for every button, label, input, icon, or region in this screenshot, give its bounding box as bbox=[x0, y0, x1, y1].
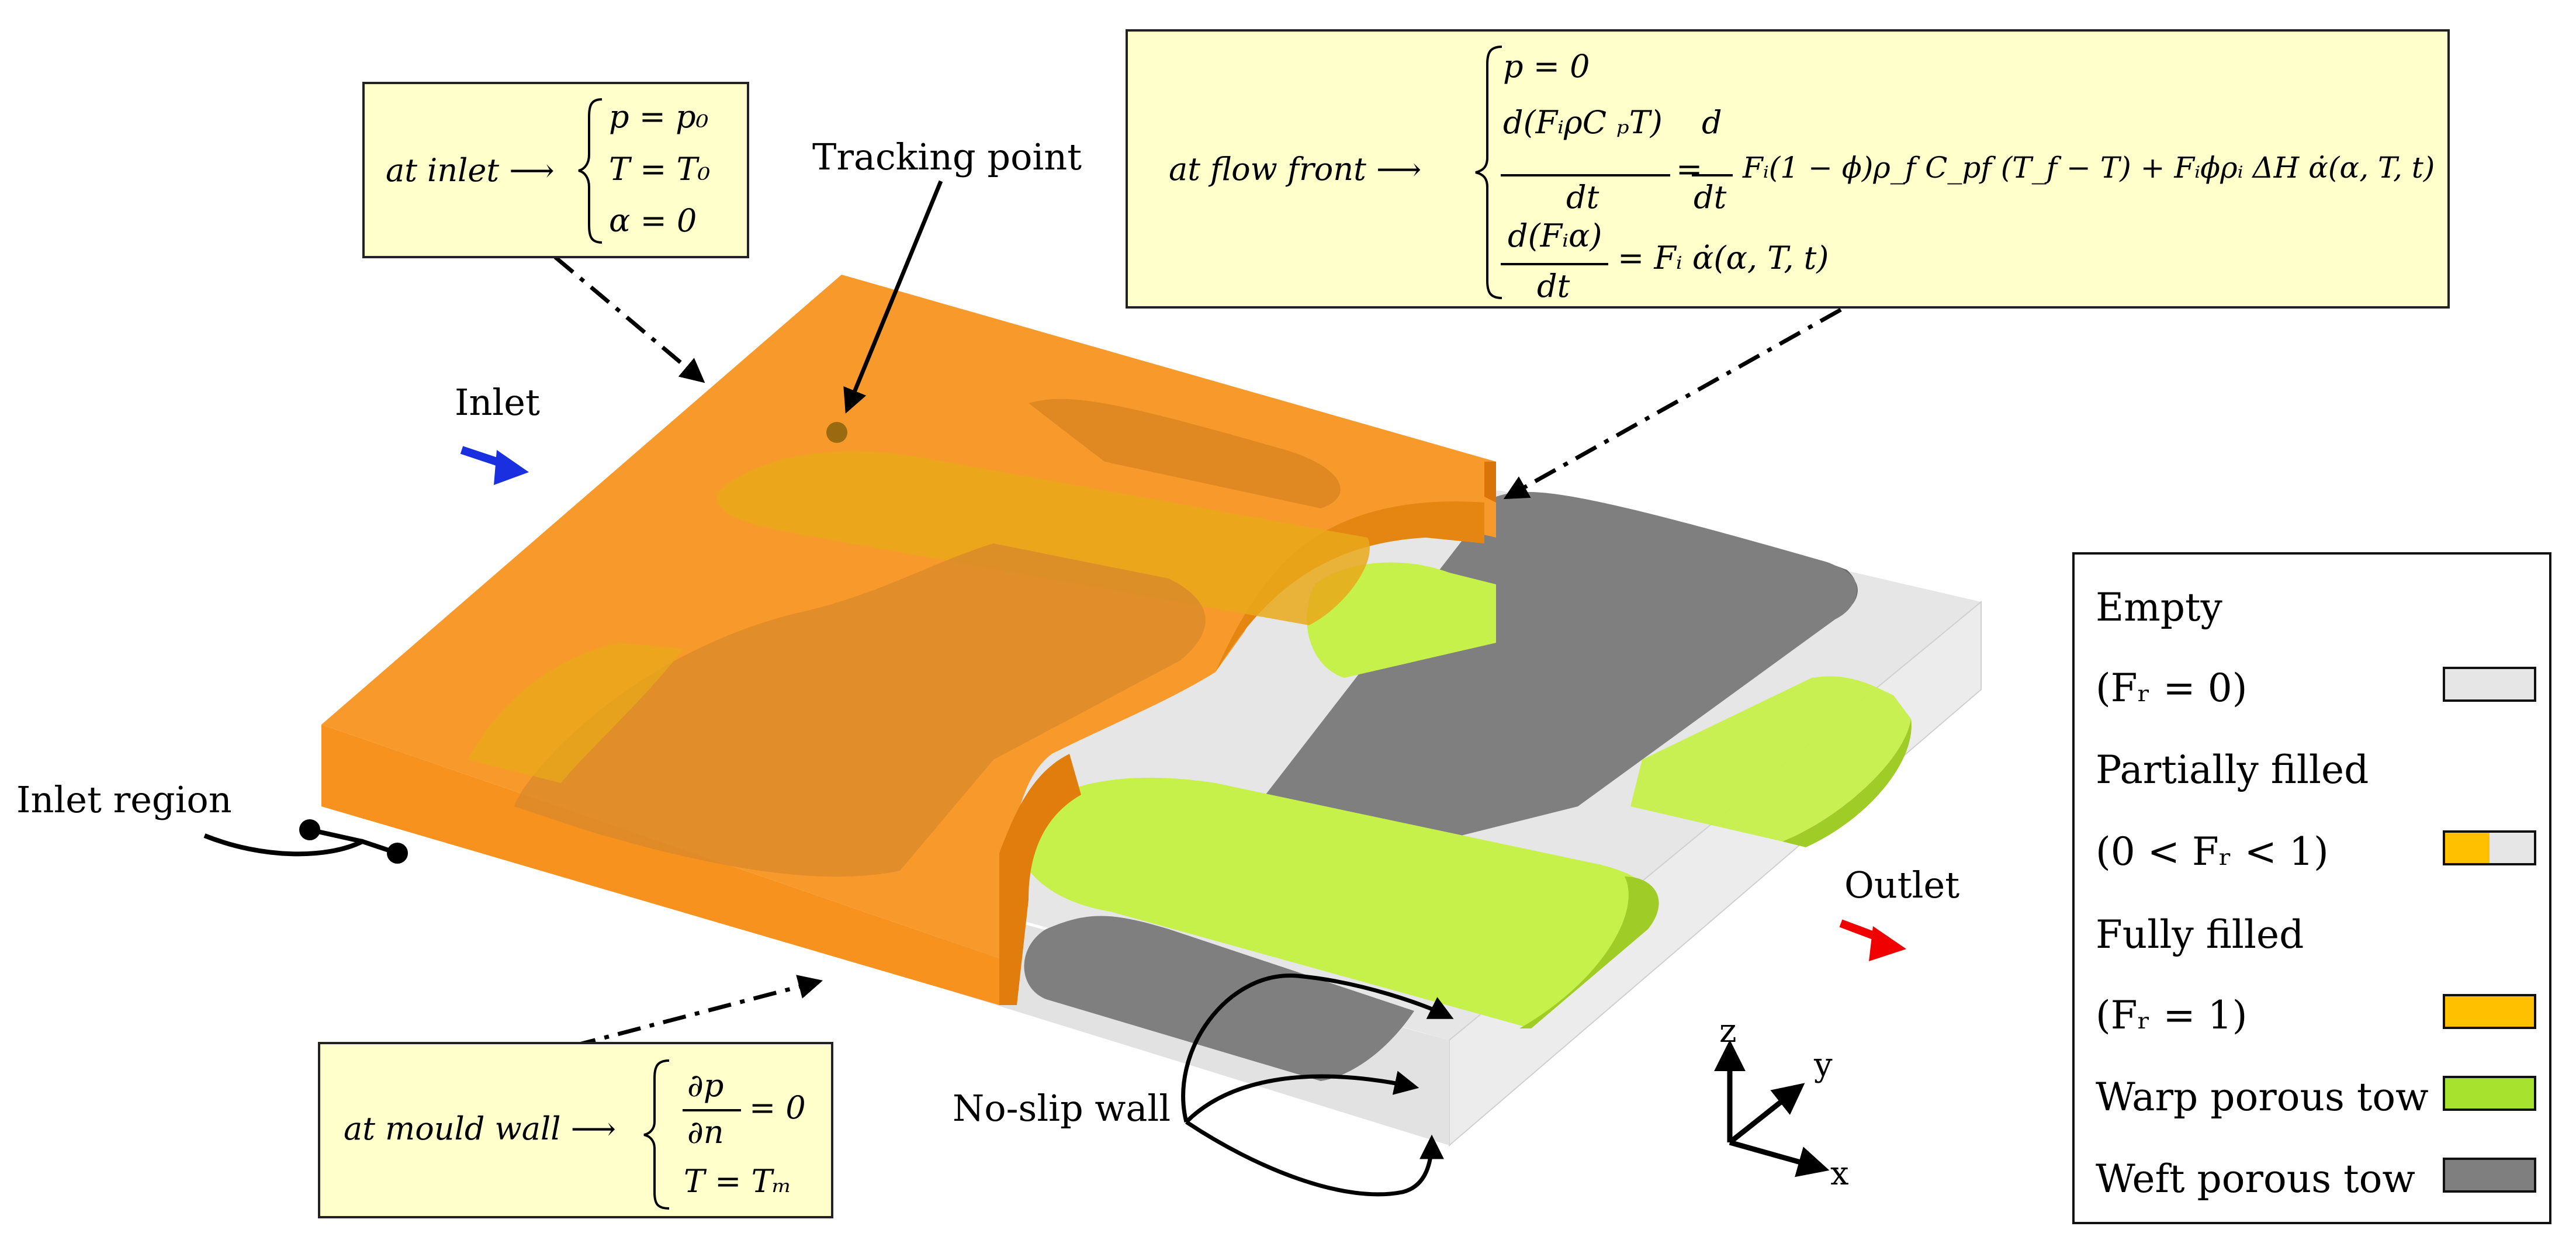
no-slip-arrow-1 bbox=[1181, 974, 1454, 1123]
outlet-arrow bbox=[1839, 919, 1906, 961]
legend-partial-swatch bbox=[2443, 830, 2536, 865]
resin-region bbox=[321, 275, 1496, 1005]
legend-full-swatch bbox=[2443, 994, 2536, 1029]
legend-empty-title: Empty bbox=[2096, 585, 2222, 630]
legend-weft-title: Weft porous tow bbox=[2096, 1156, 2415, 1201]
mould-wall-arrow bbox=[572, 975, 823, 1048]
mould-wall-line-2: T = Tₘ bbox=[684, 1163, 792, 1200]
inlet-region-label: Inlet region bbox=[16, 778, 232, 821]
legend-full-title: Fully filled bbox=[2096, 912, 2304, 957]
flow-front-cure-numerator: d(Fᵢα) bbox=[1508, 217, 1602, 254]
mould-wall-rhs: = 0 bbox=[749, 1089, 806, 1126]
mould-wall-bc-lhs: at mould wall ⟶ bbox=[344, 1110, 617, 1147]
mould-wall-numerator: ∂p bbox=[687, 1067, 724, 1104]
warp-tow-right bbox=[1630, 676, 1912, 847]
inlet-bc-line-3: α = 0 bbox=[609, 202, 697, 239]
axis-x-label: x bbox=[1830, 1155, 1849, 1193]
coordinate-axes bbox=[1714, 1040, 1830, 1177]
tracking-point-marker bbox=[826, 422, 847, 443]
inlet-label: Inlet bbox=[455, 381, 540, 424]
outlet-label: Outlet bbox=[1844, 864, 1960, 906]
legend-empty-condition: (Fᵣ = 0) bbox=[2096, 666, 2248, 711]
flow-front-equals-1: = bbox=[1676, 151, 1703, 188]
flow-front-energy-denominator: dt bbox=[1566, 179, 1599, 216]
inlet-bc-arrow bbox=[553, 255, 705, 383]
inlet-bc-lhs: at inlet ⟶ bbox=[386, 152, 555, 189]
legend-empty-swatch bbox=[2443, 667, 2536, 702]
inlet-brace bbox=[578, 98, 603, 244]
legend-partial-title: Partially filled bbox=[2096, 747, 2369, 792]
inlet-bc-line-2: T = T₀ bbox=[609, 151, 711, 188]
legend-warp-swatch bbox=[2443, 1076, 2536, 1111]
weft-tow-front bbox=[1024, 916, 1414, 1081]
inlet-region-pointer bbox=[203, 819, 408, 864]
flow-front-rhs-d: d bbox=[1702, 104, 1722, 141]
warp-tow-upper bbox=[1307, 562, 1496, 678]
legend: Empty (Fᵣ = 0) Partially filled (0 < Fᵣ … bbox=[2072, 552, 2551, 1224]
flow-front-energy-rhs: Fᵢ(1 − ϕ)ρ_f C_pf (T_f − T) + Fᵢϕρᵢ ΔH α… bbox=[1743, 151, 2435, 185]
annotation-arrows bbox=[553, 180, 1842, 1197]
inlet-bc-line-1: p = p₀ bbox=[609, 98, 709, 135]
flow-front-cure-rhs: = Fᵢ α̇(α, T, t) bbox=[1618, 240, 1829, 276]
legend-weft-swatch bbox=[2443, 1158, 2536, 1193]
axis-z-label: z bbox=[1719, 1012, 1737, 1050]
flow-front-brace bbox=[1475, 46, 1502, 299]
flow-front-arrow bbox=[1503, 307, 1842, 500]
mould-wall-brace bbox=[643, 1059, 670, 1210]
flow-front-bc-line-1: p = 0 bbox=[1503, 48, 1590, 85]
tracking-point-arrow bbox=[843, 180, 943, 414]
legend-full-condition: (Fᵣ = 1) bbox=[2096, 993, 2248, 1038]
flow-front-bc-box bbox=[1126, 29, 2450, 309]
warp-tow-front bbox=[1018, 777, 1659, 1028]
flow-front-cure-denominator: dt bbox=[1537, 268, 1570, 304]
no-slip-arrow-2 bbox=[1185, 1071, 1419, 1124]
mould-wall-bc-box bbox=[318, 1042, 833, 1218]
flow-front-bc-lhs: at flow front ⟶ bbox=[1169, 151, 1422, 188]
tracking-point-label: Tracking point bbox=[812, 136, 1082, 178]
axis-y-label: y bbox=[1814, 1046, 1833, 1084]
flow-front-rhs-dt: dt bbox=[1694, 179, 1727, 216]
flow-front-energy-numerator: d(FᵢρC ₚT) bbox=[1503, 104, 1663, 141]
weft-tow-right bbox=[1256, 491, 1858, 877]
mould-wall-denominator: ∂n bbox=[687, 1114, 724, 1151]
legend-warp-title: Warp porous tow bbox=[2096, 1075, 2429, 1120]
inlet-arrow bbox=[460, 446, 529, 485]
legend-partial-condition: (0 < Fᵣ < 1) bbox=[2096, 829, 2329, 874]
no-slip-arrow-3 bbox=[1185, 1120, 1444, 1197]
inlet-bc-box bbox=[362, 82, 749, 258]
no-slip-wall-label: No-slip wall bbox=[953, 1087, 1171, 1130]
